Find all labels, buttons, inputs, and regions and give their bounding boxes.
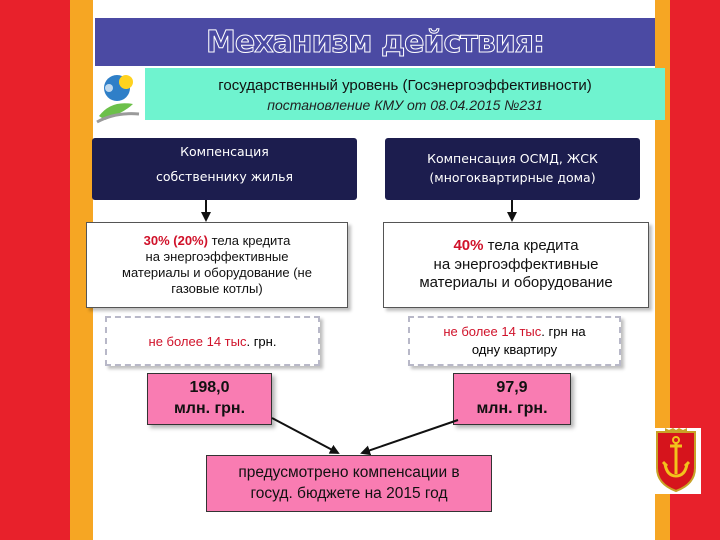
osmd-limit-box: не более 14 тыс. грн на одну квартиру	[408, 316, 621, 366]
owner-detail-line3: материалы и оборудование (не	[122, 265, 312, 280]
osmd-limit-line2: одну квартиру	[471, 342, 558, 357]
osmd-header-line2: (многоквартирные дома)	[429, 170, 596, 185]
osmd-detail-line3: материалы и оборудование	[419, 274, 613, 292]
left-red-bar	[0, 0, 70, 540]
owner-limit-red: не более 14 тыс	[148, 333, 247, 349]
slide-title: Механизм действия:	[206, 24, 546, 60]
osmd-detail-box: 40% тела кредита на энергоэффективные ма…	[383, 222, 649, 308]
budget-box: предусмотрено компенсации в госуд. бюдже…	[206, 455, 492, 512]
government-level-box: государственный уровень (Госэнергоэффект…	[145, 68, 665, 120]
resolution-reference: постановление КМУ от 08.04.2015 №231	[267, 97, 543, 113]
osmd-detail-rest: тела кредита	[483, 236, 579, 254]
owner-header-line2: собственнику жилья	[155, 169, 294, 184]
owner-sum-unit: млн. грн.	[173, 400, 246, 417]
owner-percent: 30% (20%)	[143, 232, 208, 248]
logo-icon	[95, 66, 145, 126]
owner-limit-text: не более 14 тыс. грн.	[149, 334, 277, 349]
owner-header-line1: Компенсация	[180, 144, 269, 160]
owner-limit-rest: . грн.	[246, 333, 277, 349]
odessa-emblem-icon	[651, 428, 701, 494]
owner-compensation-header: Компенсация собственнику жилья	[92, 138, 357, 200]
owner-detail-rest: тела кредита	[207, 232, 291, 248]
osmd-compensation-header: Компенсация ОСМД, ЖСК (многоквартирные д…	[385, 138, 640, 200]
osmd-limit-rest: . грн на	[541, 324, 586, 340]
budget-line2: госуд. бюджете на 2015 год	[250, 484, 448, 502]
title-banner: Механизм действия:	[95, 18, 655, 66]
owner-sum-value: 198,0	[189, 379, 230, 397]
osmd-percent: 40%	[453, 236, 484, 254]
osmd-sum-value: 97,9	[496, 379, 528, 397]
budget-line1: предусмотрено компенсации в	[238, 464, 460, 482]
osmd-sum-unit: млн. грн.	[476, 400, 548, 417]
owner-sum-box: 198,0 млн. грн.	[147, 373, 272, 425]
osmd-sum-box: 97,9 млн. грн.	[453, 373, 571, 425]
owner-detail-line1: 30% (20%) тела кредита	[87, 233, 347, 249]
government-level-text: государственный уровень (Госэнергоэффект…	[218, 77, 592, 94]
osmd-detail-line1: 40% тела кредита	[384, 237, 648, 256]
owner-detail-line2: на энергоэффективные	[145, 248, 289, 264]
osmd-detail-line2: на энергоэффективные	[433, 255, 599, 273]
osmd-limit-text: не более 14 тыс. грн на одну квартиру	[443, 323, 585, 358]
left-orange-bar	[70, 0, 93, 540]
owner-detail-box: 30% (20%) тела кредита на энергоэффектив…	[86, 222, 348, 308]
owner-limit-box: не более 14 тыс. грн.	[105, 316, 320, 366]
right-orange-bar	[655, 0, 670, 540]
osmd-header-line1: Компенсация ОСМД, ЖСК	[427, 151, 598, 167]
owner-detail-line4: газовые котлы)	[171, 281, 263, 297]
osmd-limit-red: не более 14 тыс	[443, 324, 542, 340]
